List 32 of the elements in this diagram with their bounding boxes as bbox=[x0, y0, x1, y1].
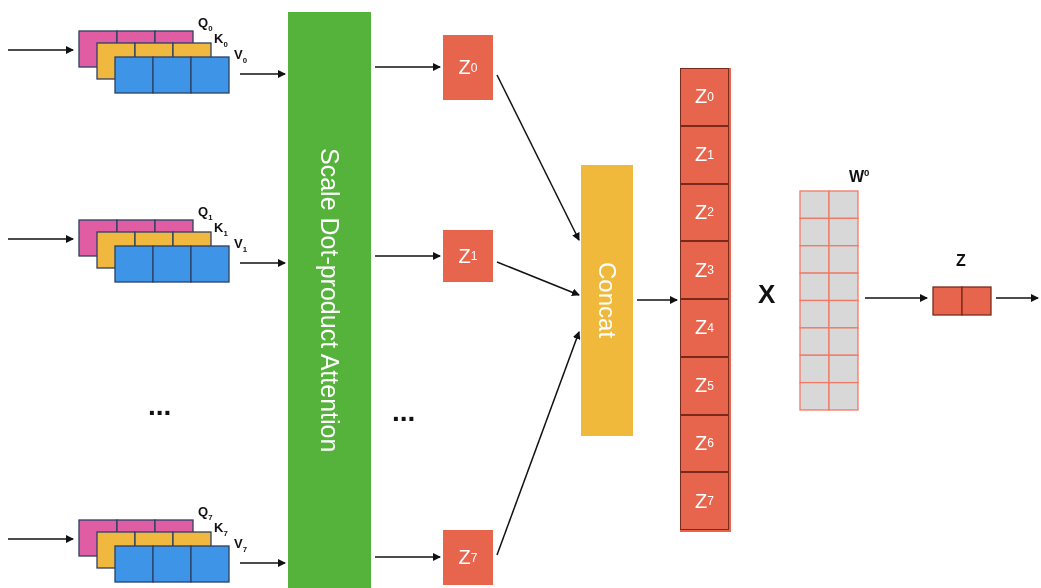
matrix-label: V$_{1}$ bbox=[234, 237, 247, 256]
arrow bbox=[239, 559, 286, 567]
arrow bbox=[7, 46, 74, 54]
matrix-label: Q$_{0}$ bbox=[198, 16, 213, 35]
matrix-label: Q$_{7}$ bbox=[198, 505, 213, 524]
arrow bbox=[496, 261, 580, 297]
matrix-label: Z bbox=[956, 254, 966, 268]
arrow bbox=[7, 235, 74, 243]
arrow bbox=[995, 294, 1039, 302]
arrow bbox=[864, 294, 928, 302]
ellipsis-text: ... bbox=[392, 398, 416, 426]
arrow bbox=[374, 63, 441, 71]
matrix-label: Q$_{1}$ bbox=[198, 205, 213, 224]
multiply-sign: X bbox=[758, 281, 776, 307]
arrow bbox=[374, 553, 441, 561]
matrix-label: K$_{7}$ bbox=[214, 521, 228, 540]
matrix-label: V$_{7}$ bbox=[234, 537, 247, 556]
arrow bbox=[496, 331, 581, 556]
arrow bbox=[239, 259, 286, 267]
arrow bbox=[239, 70, 286, 78]
concat-block: Concat bbox=[581, 165, 633, 436]
arrow bbox=[636, 296, 678, 304]
attention-block: Scale Dot-product Attention bbox=[288, 12, 371, 588]
concat-matrix bbox=[680, 68, 731, 532]
arrow bbox=[7, 535, 74, 543]
arrow bbox=[374, 252, 441, 260]
matrix-label: K$_{1}$ bbox=[214, 221, 228, 240]
matrix-label: W$^{0}$ bbox=[849, 166, 870, 185]
matrix-label: K$_{0}$ bbox=[214, 32, 228, 51]
ellipsis-text: ... bbox=[148, 392, 172, 420]
matrix-label: V$_{0}$ bbox=[234, 48, 247, 67]
arrow bbox=[496, 74, 580, 241]
